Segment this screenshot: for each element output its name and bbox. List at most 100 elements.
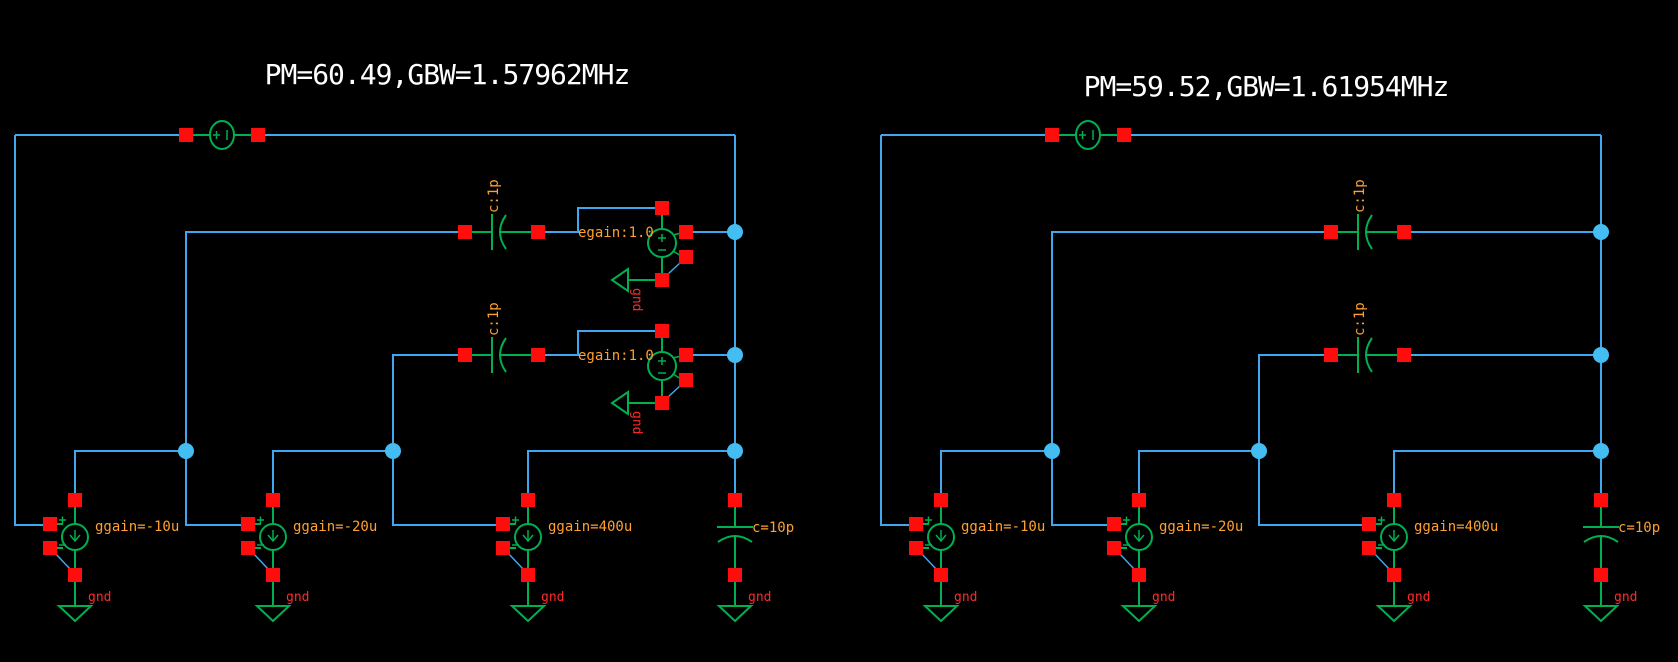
wire[interactable] <box>527 450 735 500</box>
pin[interactable] <box>531 225 545 239</box>
gnd-symbol[interactable]: gnd <box>509 582 564 623</box>
wire[interactable] <box>392 451 496 526</box>
pin[interactable] <box>458 225 472 239</box>
junction-dot[interactable] <box>1251 443 1267 459</box>
junction-dot[interactable] <box>1593 443 1609 459</box>
coupling-capacitor[interactable] <box>1338 214 1397 250</box>
pin[interactable] <box>266 493 280 507</box>
ggain-source[interactable] <box>919 505 955 571</box>
pin[interactable] <box>909 517 923 531</box>
gnd-symbol[interactable]: gnd <box>56 582 111 623</box>
gnd-symbol[interactable]: gnd <box>1375 582 1430 623</box>
gnd-symbol[interactable]: gnd <box>716 582 771 623</box>
coupling-capacitor[interactable] <box>472 337 531 373</box>
junction-dot[interactable] <box>178 443 194 459</box>
wire[interactable] <box>538 207 662 233</box>
wire[interactable] <box>1393 450 1601 500</box>
junction-dot[interactable] <box>727 347 743 363</box>
gnd-symbol[interactable]: gnd <box>1120 582 1175 623</box>
pin[interactable] <box>496 541 510 555</box>
pin[interactable] <box>655 324 669 338</box>
pin[interactable] <box>1107 517 1121 531</box>
pin[interactable] <box>1594 568 1608 582</box>
ggain-source[interactable] <box>1372 505 1408 571</box>
pin[interactable] <box>1132 568 1146 582</box>
pin[interactable] <box>679 373 693 387</box>
pin[interactable] <box>521 493 535 507</box>
egain-buffer[interactable] <box>610 213 682 293</box>
junction-dot[interactable] <box>1044 443 1060 459</box>
pin[interactable] <box>68 493 82 507</box>
vdc-source[interactable] <box>193 120 251 150</box>
gnd-symbol[interactable]: gnd <box>254 582 309 623</box>
junction-dot[interactable] <box>727 224 743 240</box>
load-capacitor[interactable] <box>1583 507 1619 568</box>
pin[interactable] <box>679 250 693 264</box>
wire[interactable] <box>880 135 909 526</box>
pin[interactable] <box>1045 128 1059 142</box>
wire[interactable] <box>74 450 186 500</box>
pin[interactable] <box>909 541 923 555</box>
pin[interactable] <box>521 568 535 582</box>
wire[interactable] <box>1051 231 1331 451</box>
pin[interactable] <box>1387 568 1401 582</box>
wire[interactable] <box>1258 354 1331 451</box>
pin[interactable] <box>655 396 669 410</box>
pin[interactable] <box>1397 225 1411 239</box>
coupling-capacitor[interactable] <box>472 214 531 250</box>
pin[interactable] <box>1324 225 1338 239</box>
pin[interactable] <box>43 541 57 555</box>
ggain-source[interactable] <box>251 505 287 571</box>
wire[interactable] <box>940 450 1052 500</box>
pin[interactable] <box>1594 493 1608 507</box>
junction-dot[interactable] <box>1593 224 1609 240</box>
pin[interactable] <box>1107 541 1121 555</box>
wire[interactable] <box>1051 451 1107 526</box>
wire[interactable] <box>185 451 241 526</box>
pin[interactable] <box>241 541 255 555</box>
pin[interactable] <box>1387 493 1401 507</box>
pin[interactable] <box>68 568 82 582</box>
junction-dot[interactable] <box>385 443 401 459</box>
pin[interactable] <box>1362 517 1376 531</box>
ggain-source[interactable] <box>53 505 89 571</box>
wire[interactable] <box>272 450 393 500</box>
pin[interactable] <box>679 348 693 362</box>
wire[interactable] <box>392 354 465 451</box>
ggain-source[interactable] <box>1117 505 1153 571</box>
pin[interactable] <box>251 128 265 142</box>
pin[interactable] <box>655 201 669 215</box>
junction-dot[interactable] <box>1593 347 1609 363</box>
gnd-symbol[interactable]: gnd <box>1582 582 1637 623</box>
pin[interactable] <box>43 517 57 531</box>
pin[interactable] <box>728 568 742 582</box>
junction-dot[interactable] <box>727 443 743 459</box>
pin[interactable] <box>655 273 669 287</box>
pin[interactable] <box>266 568 280 582</box>
pin[interactable] <box>1397 348 1411 362</box>
gnd-symbol[interactable]: gnd <box>922 582 977 623</box>
wire[interactable] <box>538 330 662 356</box>
pin[interactable] <box>679 225 693 239</box>
pin[interactable] <box>1117 128 1131 142</box>
pin[interactable] <box>1362 541 1376 555</box>
coupling-capacitor[interactable] <box>1338 337 1397 373</box>
pin[interactable] <box>496 517 510 531</box>
pin[interactable] <box>934 493 948 507</box>
pin[interactable] <box>934 568 948 582</box>
wire[interactable] <box>14 135 43 526</box>
pin[interactable] <box>241 517 255 531</box>
pin[interactable] <box>458 348 472 362</box>
wire[interactable] <box>1138 450 1259 500</box>
wire[interactable] <box>1258 451 1362 526</box>
pin[interactable] <box>1324 348 1338 362</box>
pin[interactable] <box>531 348 545 362</box>
pin[interactable] <box>728 493 742 507</box>
ggain-source[interactable] <box>506 505 542 571</box>
wire[interactable] <box>185 231 465 451</box>
vdc-source[interactable] <box>1059 120 1117 150</box>
pin[interactable] <box>179 128 193 142</box>
load-capacitor[interactable] <box>717 507 753 568</box>
pin[interactable] <box>1132 493 1146 507</box>
